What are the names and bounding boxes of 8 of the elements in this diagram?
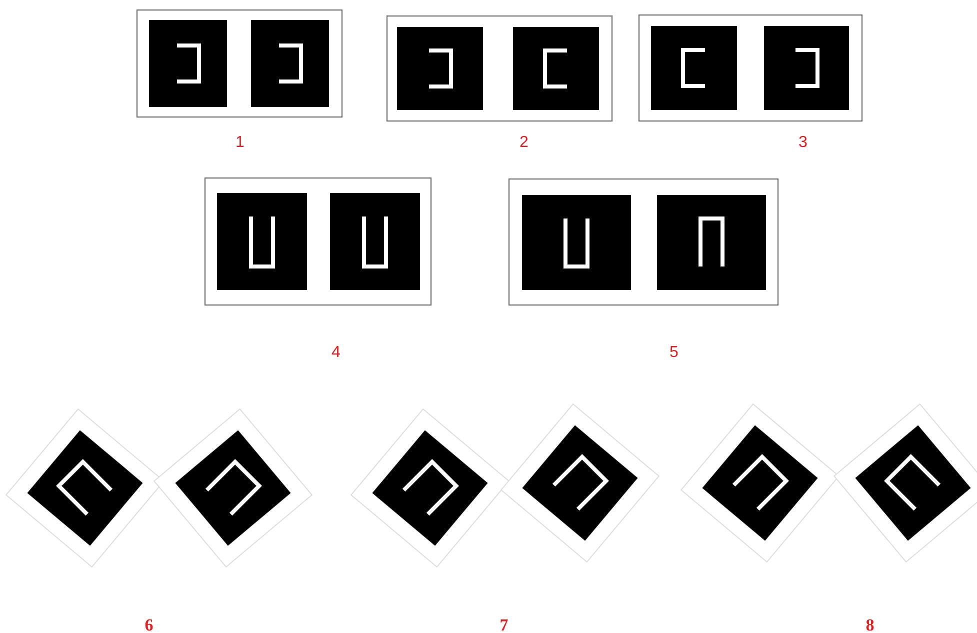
figure-number: 7 xyxy=(500,616,508,633)
figure-number: 3 xyxy=(798,135,808,151)
figure-number: 2 xyxy=(520,135,528,151)
figure-number: 4 xyxy=(332,345,340,361)
figure-number: 6 xyxy=(144,616,154,633)
figure-number: 8 xyxy=(866,616,874,633)
figure-number: 1 xyxy=(236,135,244,151)
figure-number: 5 xyxy=(670,345,678,361)
